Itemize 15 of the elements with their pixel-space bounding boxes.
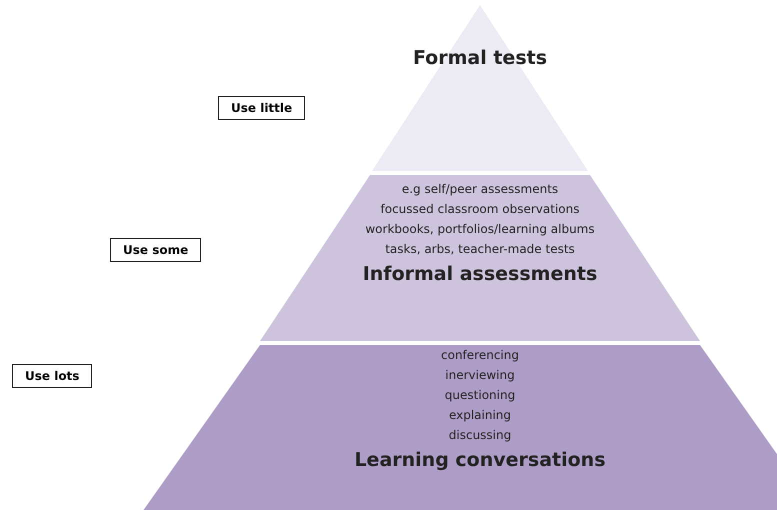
usage-label: Use some [110, 238, 202, 262]
example-text: discussing [448, 427, 512, 444]
usage-label: Use lots [12, 364, 92, 388]
example-text: workbooks, portfolios/learning albums [365, 221, 595, 238]
example-text: focussed classroom observations [380, 201, 580, 218]
tier-heading: Informal assessments [362, 262, 598, 287]
example-text: explaining [448, 407, 512, 424]
example-text: inerviewing [445, 367, 515, 384]
example-text: tasks, arbs, teacher-made tests [385, 241, 575, 258]
example-text: e.g self/peer assessments [402, 181, 558, 198]
usage-label: Use little [218, 96, 306, 120]
example-text: conferencing [441, 347, 519, 364]
tier-heading: Learning conversations [354, 448, 606, 473]
example-text: questioning [444, 387, 516, 404]
tier-heading: Formal tests [412, 46, 548, 71]
